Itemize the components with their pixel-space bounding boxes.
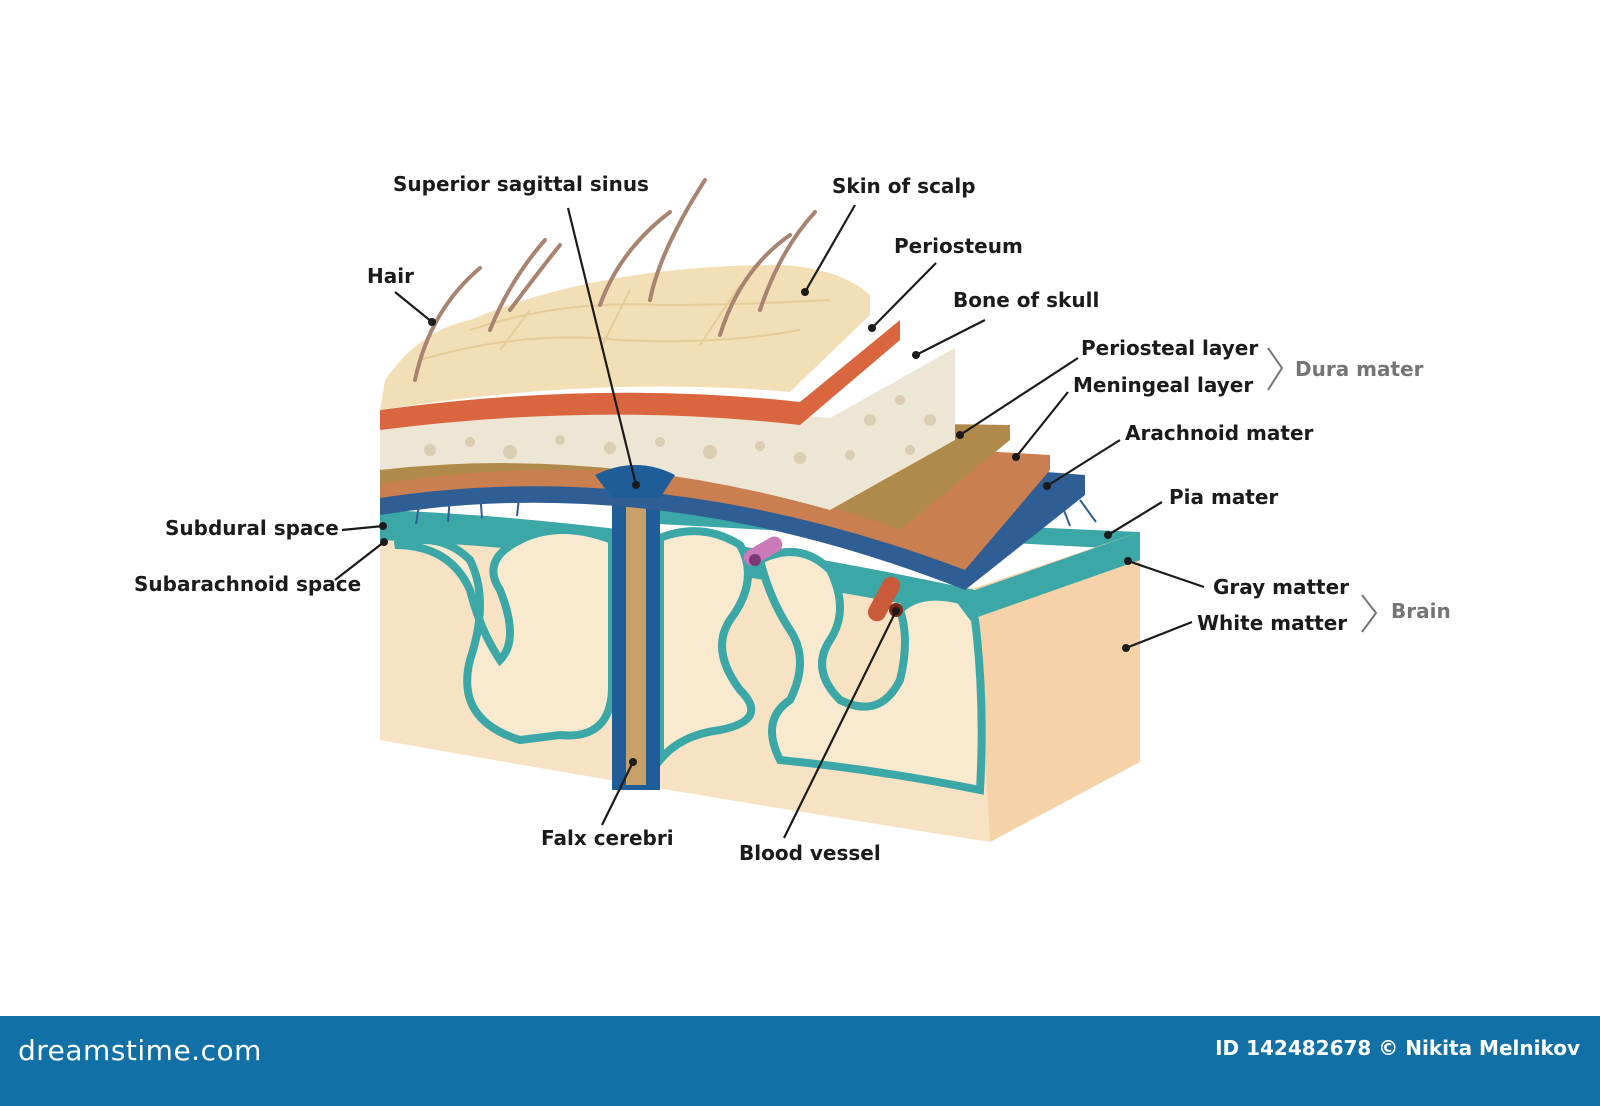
skin-of-scalp bbox=[380, 265, 870, 410]
label-superior-sagittal-sinus: Superior sagittal sinus bbox=[393, 172, 649, 196]
label-blood-vessel: Blood vessel bbox=[739, 841, 881, 865]
gyrus-right bbox=[653, 527, 756, 772]
label-bone-of-skull: Bone of skull bbox=[953, 288, 1100, 312]
bone-texture bbox=[424, 395, 936, 464]
falx-core bbox=[626, 500, 646, 785]
brain-block-right-face bbox=[975, 532, 1140, 842]
watermark-footer-bar: dreamstime.com ID 142482678 © Nikita Mel… bbox=[0, 1016, 1600, 1106]
label-meningeal-layer: Meningeal layer bbox=[1073, 373, 1254, 397]
label-dura-mater: Dura mater bbox=[1295, 357, 1424, 381]
leader-dots bbox=[379, 288, 1132, 766]
label-pia-mater: Pia mater bbox=[1169, 485, 1279, 509]
blood-vessel-purple bbox=[743, 536, 783, 566]
image-credit: ID 142482678 © Nikita Melnikov bbox=[1215, 1036, 1580, 1060]
scalp-texture bbox=[419, 284, 831, 361]
gyrus-right-2 bbox=[755, 548, 986, 795]
gyrus-left bbox=[393, 526, 616, 745]
label-brain: Brain bbox=[1391, 599, 1451, 623]
label-hair: Hair bbox=[367, 264, 414, 288]
brain-bracket bbox=[1361, 594, 1378, 633]
label-subarachnoid-space: Subarachnoid space bbox=[134, 572, 362, 596]
label-gray-matter: Gray matter bbox=[1213, 575, 1350, 599]
label-periosteum: Periosteum bbox=[894, 234, 1023, 258]
label-arachnoid-mater: Arachnoid mater bbox=[1125, 421, 1314, 445]
leader-lines bbox=[334, 204, 1205, 839]
bone-of-skull bbox=[380, 348, 955, 510]
watermark-logo: dreamstime.com bbox=[18, 1034, 262, 1067]
periosteum-layer bbox=[380, 320, 900, 430]
label-white-matter: White matter bbox=[1197, 611, 1348, 635]
dura-mater-bracket bbox=[1267, 347, 1284, 391]
hair-strands bbox=[413, 178, 817, 382]
label-periosteal-layer: Periosteal layer bbox=[1081, 336, 1259, 360]
label-subdural-space: Subdural space bbox=[165, 516, 339, 540]
label-skin-of-scalp: Skin of scalp bbox=[832, 174, 976, 198]
label-falx-cerebri: Falx cerebri bbox=[541, 826, 674, 850]
meninges-cross-section bbox=[334, 178, 1378, 842]
